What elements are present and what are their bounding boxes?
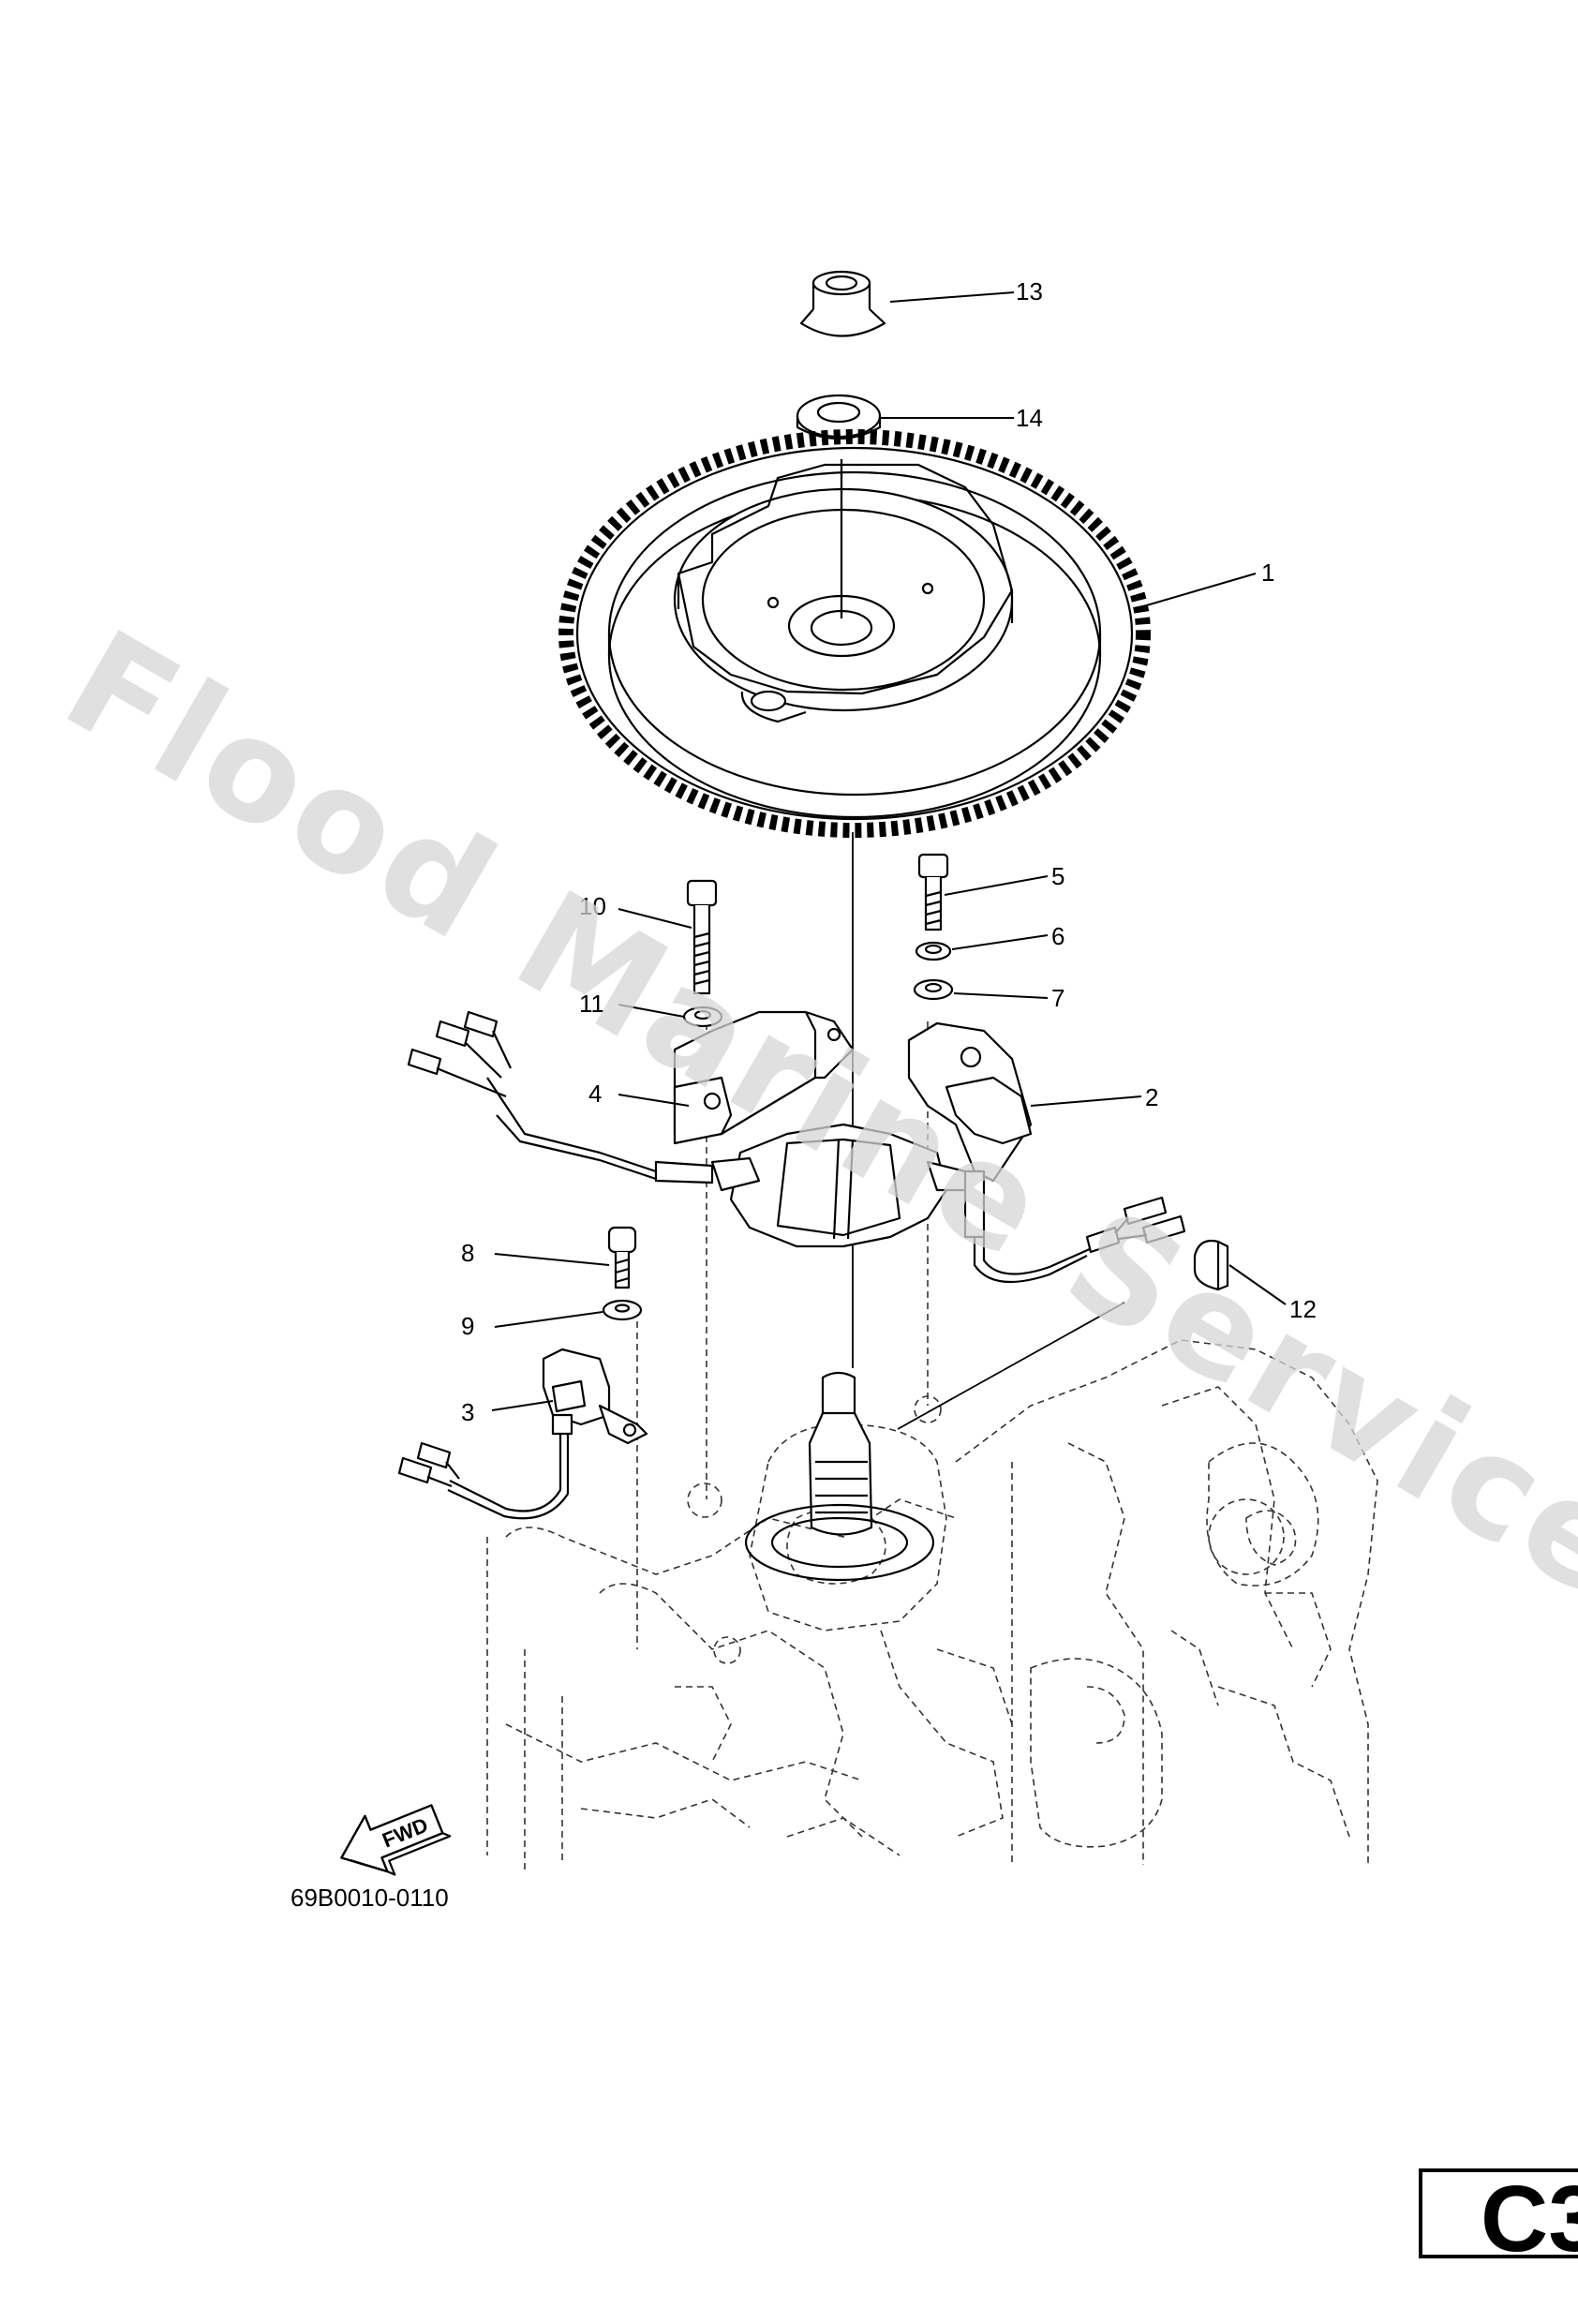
page-code: C3 — [1481, 2167, 1578, 2272]
coil-wiring-left — [407, 1010, 657, 1181]
callout-12: 12 — [1289, 1295, 1317, 1323]
callout-numbers: 13 14 1 5 10 6 11 7 4 2 8 12 9 3 — [461, 277, 1317, 1426]
callout-11: 11 — [579, 990, 604, 1018]
callout-7: 7 — [1051, 984, 1064, 1012]
callout-14: 14 — [1016, 404, 1043, 432]
callout-1: 1 — [1261, 559, 1274, 587]
diagram-code: 69B0010-0110 — [290, 1884, 449, 1912]
spring-washer-part-6[interactable] — [915, 941, 952, 961]
callout-13: 13 — [1016, 277, 1043, 305]
bolt-part-5[interactable] — [917, 853, 949, 931]
pulser-coil-part-2[interactable] — [907, 1021, 1186, 1284]
callout-3: 3 — [461, 1398, 474, 1426]
fwd-arrow-icon: FWD — [340, 1804, 452, 1876]
flywheel-part-1[interactable] — [558, 429, 1151, 838]
crankshaft-end — [744, 1371, 935, 1582]
flywheel-nut-part-13[interactable] — [799, 270, 886, 337]
callout-2: 2 — [1145, 1083, 1158, 1111]
callout-8: 8 — [461, 1239, 474, 1267]
washer-part-7[interactable] — [913, 978, 954, 1001]
callout-9: 9 — [461, 1312, 474, 1340]
callout-leader-lines — [491, 291, 1287, 1411]
callout-5: 5 — [1051, 862, 1064, 890]
sensor-part-3[interactable] — [397, 1348, 648, 1520]
engine-block-outline — [486, 1339, 1378, 1874]
washer-part-9[interactable] — [602, 1299, 643, 1321]
screw-part-8[interactable] — [607, 1226, 637, 1289]
stator-assembly — [654, 1123, 976, 1248]
page-code-box: C3 — [1419, 2167, 1578, 2272]
woodruff-key-part-12[interactable] — [1193, 1239, 1229, 1291]
callout-10: 10 — [579, 892, 606, 920]
bolt-part-10[interactable] — [686, 879, 718, 995]
callout-6: 6 — [1051, 922, 1064, 950]
charge-coil-part-4[interactable] — [673, 1010, 855, 1145]
callout-4: 4 — [588, 1080, 602, 1108]
